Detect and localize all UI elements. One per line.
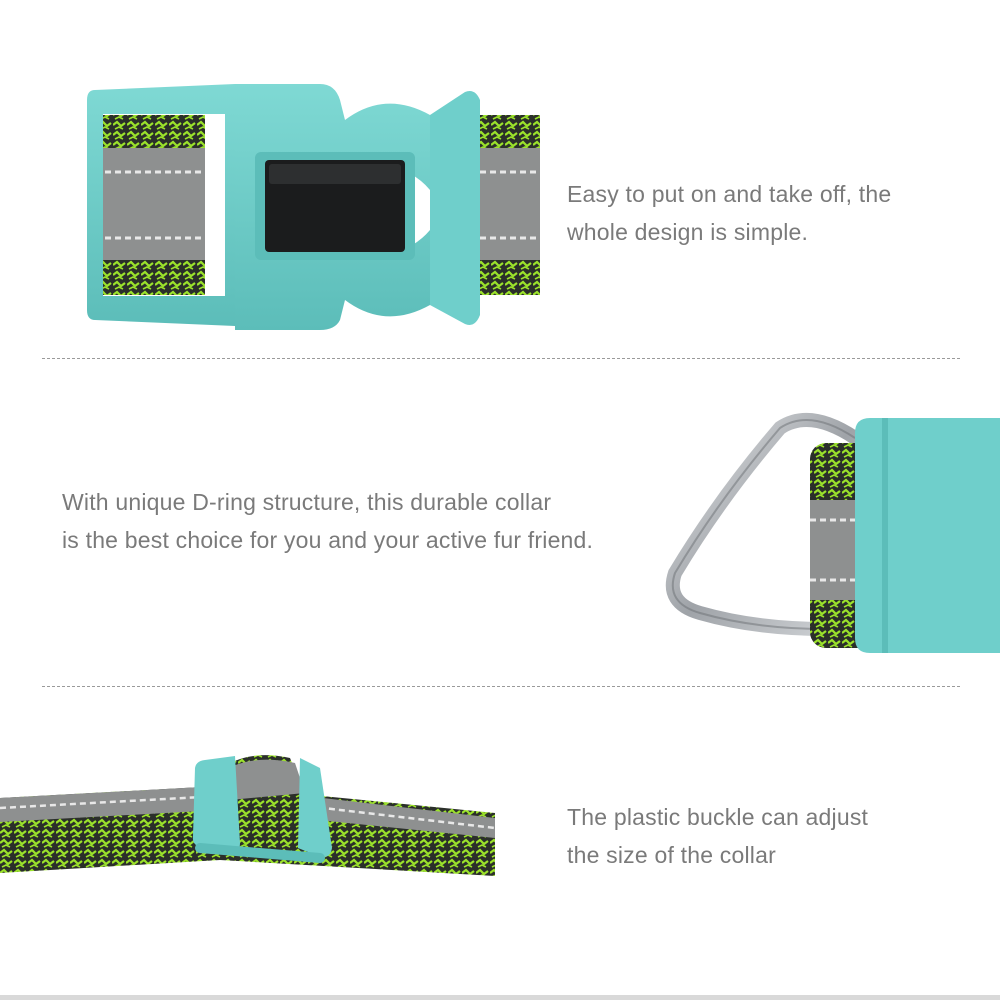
side-release-buckle-image	[87, 84, 540, 330]
left-webbing	[95, 115, 205, 295]
feature-section-d-ring: With unique D-ring structure, this durab…	[0, 360, 1000, 685]
caption-line: the size of the collar	[567, 842, 776, 868]
caption-line: The plastic buckle can adjust	[567, 804, 869, 830]
caption-line: whole design is simple.	[567, 219, 809, 245]
right-webbing	[470, 115, 540, 295]
buckle-end	[855, 418, 1000, 653]
feature-section-buckle: Easy to put on and take off, the whole d…	[0, 0, 1000, 355]
caption-line: With unique D-ring structure, this durab…	[62, 489, 552, 515]
section-divider	[42, 686, 960, 687]
adjuster-caption: The plastic buckle can adjust the size o…	[567, 798, 868, 874]
buckle-caption: Easy to put on and take off, the whole d…	[567, 175, 891, 251]
bottom-edge	[0, 995, 1000, 1000]
buckle-female-frame	[87, 84, 235, 326]
slide-adjuster	[192, 756, 332, 857]
folded-strap	[215, 755, 320, 843]
feature-section-adjuster: The plastic buckle can adjust the size o…	[0, 688, 1000, 995]
buckle-prong	[430, 91, 480, 325]
slide-adjuster-image	[0, 755, 496, 876]
section-divider	[42, 358, 960, 359]
d-ring-image	[665, 413, 1000, 653]
d-ring-caption: With unique D-ring structure, this durab…	[62, 483, 593, 559]
caption-line: Easy to put on and take off, the	[567, 181, 892, 207]
caption-line: is the best choice for you and your acti…	[62, 527, 594, 553]
